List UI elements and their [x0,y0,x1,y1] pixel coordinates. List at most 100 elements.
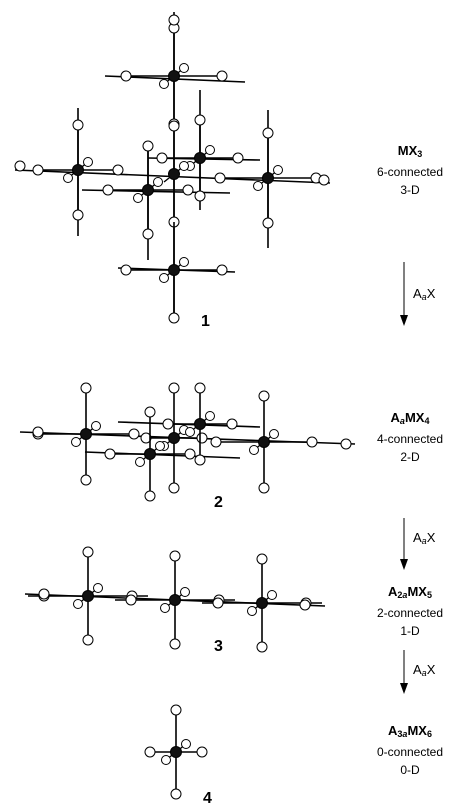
octahedron [32,119,124,221]
halide-atom [249,445,259,455]
halide-atom [125,594,137,606]
octahedron [163,120,189,228]
halide-atom [82,634,94,646]
halide-atom [184,448,196,460]
metal-atom [82,590,94,602]
halide-atom [156,152,168,164]
arrow-head-2 [400,559,408,570]
compound-number-4: 4 [203,790,212,807]
halide-atom [170,704,182,716]
halide-atom [179,63,189,73]
halide-atom [72,119,84,131]
reagent-label-3: AaX [413,662,436,678]
dimension-2: 2-D [400,450,420,464]
halide-atom [179,161,189,171]
halide-atom [168,14,180,26]
octahedron [104,406,196,502]
octahedron [140,382,208,494]
connectivity-1: 6-connected [376,165,444,179]
halide-atom [212,597,224,609]
halide-atom [120,264,132,276]
halide-atom [153,177,163,187]
compound-number-1: 1 [201,313,210,330]
formula-4: A3aMX6 [388,723,432,739]
octahedron [120,222,228,324]
octahedron [102,140,194,240]
formula-3: A2aMX5 [388,584,432,600]
label-structure-3: A2aMX5 2-connected 1-D [355,583,455,640]
metal-atom [72,164,84,176]
reaction-arrows [400,262,408,694]
halide-atom [253,181,263,191]
halide-atom [205,411,215,421]
halide-atom [14,160,26,172]
halide-atom [142,228,154,240]
halide-atom [142,140,154,152]
halide-atom [112,164,124,176]
halide-atom [82,546,94,558]
structure-3-1d-chain [24,546,326,653]
label-structure-2: AaMX4 4-connected 2-D [355,409,455,466]
halide-atom [168,482,180,494]
metal-atom [170,746,182,758]
octahedron [144,704,208,800]
metal-atom [194,152,206,164]
metal-atom [262,172,274,184]
halide-atom [169,550,181,562]
halide-atom [194,114,206,126]
structure-4-0d-octahedron [144,704,208,800]
dimension-1: 3-D [400,183,420,197]
reagent-label-1: AaX [413,286,436,302]
halide-atom [168,120,180,132]
metal-atom [258,436,270,448]
halide-atom [210,436,222,448]
halide-atom [38,588,50,600]
halide-atom [102,184,114,196]
octahedron [162,382,238,466]
halide-atom [83,157,93,167]
metal-atom [194,418,206,430]
compound-number-2: 2 [214,494,223,511]
formula-2: AaMX4 [390,410,430,426]
metal-atom [142,184,154,196]
octahedron [214,127,322,229]
halide-atom [73,599,83,609]
halide-atom [318,174,330,186]
halide-atom [262,217,274,229]
arrow-head-1 [400,315,408,326]
halide-atom [306,436,318,448]
halide-atom [179,257,189,267]
metal-atom [256,597,268,609]
halide-atom [155,441,165,451]
octahedron [210,390,318,494]
halide-atom [144,490,156,502]
reagent-label-2: AaX [413,530,436,546]
metal-atom [144,448,156,460]
halide-atom [216,70,228,82]
halide-atom [140,432,152,444]
halide-atom [160,603,170,613]
metal-atom [169,594,181,606]
compound-number-3: 3 [214,638,223,655]
halide-atom [169,638,181,650]
halide-atom [135,457,145,467]
halide-atom [185,427,195,437]
halide-atom [93,583,103,593]
octahedron [32,382,140,486]
dimension-3: 1-D [400,624,420,638]
halide-atom [168,312,180,324]
halide-atom [170,788,182,800]
structure-1-3d-network [14,12,331,324]
octahedron [120,21,228,131]
halide-atom [256,553,268,565]
halide-atom [32,426,44,438]
connectivity-4: 0-connected [376,745,444,759]
halide-atom [80,474,92,486]
halide-atom [144,406,156,418]
label-structure-4: A3aMX6 0-connected 0-D [355,722,455,779]
halide-atom [267,590,277,600]
halide-atom [162,418,174,430]
halide-atom [32,164,44,176]
arrow-head-3 [400,683,408,694]
connectivity-2: 4-connected [376,432,444,446]
